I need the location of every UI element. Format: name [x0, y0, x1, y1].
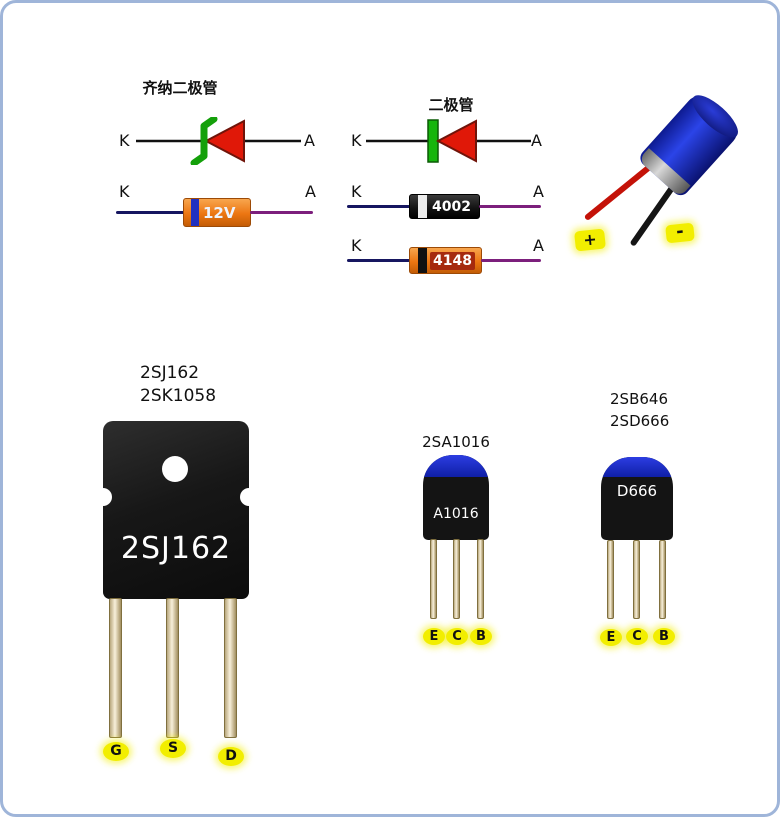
sb646-title-line1: 2SB646: [610, 390, 668, 408]
sa1016-pin-label-e: E: [423, 628, 445, 645]
sb646-emitter-leg: [607, 540, 614, 619]
d4148-cathode-lead: [347, 259, 410, 262]
zener-title: 齐纳二极管: [142, 79, 218, 97]
d4002-part-number: 4002: [432, 198, 471, 215]
sb646-base-leg: [659, 540, 666, 619]
capacitor-body: [636, 88, 745, 199]
mosfet-package: [103, 421, 249, 599]
d4002-cathode-lead: [347, 205, 410, 208]
sa1016-collector-leg: [453, 539, 460, 619]
zener-cathode-lead: [116, 211, 184, 214]
sb646-pin-label-e: E: [600, 629, 622, 646]
mosfet-body-label: 2SJ162: [120, 531, 232, 566]
capacitor-positive-lead: [583, 161, 656, 222]
sa1016-emitter-leg: [430, 539, 437, 619]
sa1016-package: [423, 455, 489, 540]
zener-body: 12V: [183, 198, 251, 227]
mosfet-source-leg: [166, 598, 179, 738]
d4002-anode-label: A: [533, 182, 544, 201]
capacitor-plus-label: +: [574, 228, 606, 252]
d4002-anode-lead: [479, 205, 541, 208]
capacitor-minus-label: -: [665, 221, 695, 244]
zener-phys-cathode-label: K: [119, 182, 130, 201]
d4148-body: 4148: [409, 247, 482, 274]
sb646-package: [601, 457, 673, 540]
sb646-collector-leg: [633, 540, 640, 619]
sb646-pin-label-b: B: [653, 628, 675, 645]
zener-blue-band: [191, 199, 199, 226]
sb646-blue-top: [601, 457, 673, 477]
mosfet-mounting-hole: [162, 456, 188, 482]
mosfet-pin-label-d: D: [218, 747, 244, 766]
mosfet-pin-label-s: S: [160, 739, 186, 758]
mosfet-title-line2: 2SK1058: [140, 386, 217, 406]
mosfet-left-notch: [94, 488, 112, 506]
capacitor-top-cap: [686, 88, 745, 144]
diode-symbol-icon: [366, 119, 531, 163]
sb646-body-label: D666: [616, 482, 658, 500]
mosfet-pin-label-g: G: [103, 742, 129, 761]
d4148-cathode-label: K: [351, 236, 362, 255]
sa1016-body-label: A1016: [433, 506, 479, 522]
d4148-black-band: [418, 248, 427, 273]
zener-symbol-cathode-label: K: [119, 131, 130, 150]
sb646-pin-label-c: C: [626, 628, 648, 645]
capacitor: [583, 88, 777, 286]
mosfet-right-notch: [240, 488, 258, 506]
zener-phys-anode-label: A: [305, 182, 316, 201]
sa1016-title: 2SA1016: [422, 433, 490, 451]
zener-diode-symbol-icon: [136, 117, 301, 165]
diode-title: 二极管: [428, 96, 474, 114]
zener-symbol-anode-label: A: [304, 131, 315, 150]
d4002-white-band: [418, 195, 427, 218]
d4002-body: 4002: [409, 194, 480, 219]
sa1016-blue-top: [423, 455, 489, 477]
sa1016-base-leg: [477, 539, 484, 619]
diode-symbol-anode-label: A: [531, 131, 542, 150]
d4002-cathode-label: K: [351, 182, 362, 201]
zener-anode-lead: [250, 211, 313, 214]
mosfet-title-line1: 2SJ162: [140, 363, 200, 383]
diode-symbol-cathode-label: K: [351, 131, 362, 150]
mosfet-drain-leg: [224, 598, 237, 738]
sa1016-pin-label-c: C: [446, 628, 468, 645]
mosfet-gate-leg: [109, 598, 122, 738]
d4148-anode-lead: [481, 259, 541, 262]
d4148-anode-label: A: [533, 236, 544, 255]
sb646-title-line2: 2SD666: [610, 412, 670, 430]
d4148-part-number: 4148: [430, 251, 475, 270]
zener-voltage-label: 12V: [203, 203, 236, 222]
sa1016-pin-label-b: B: [470, 628, 492, 645]
